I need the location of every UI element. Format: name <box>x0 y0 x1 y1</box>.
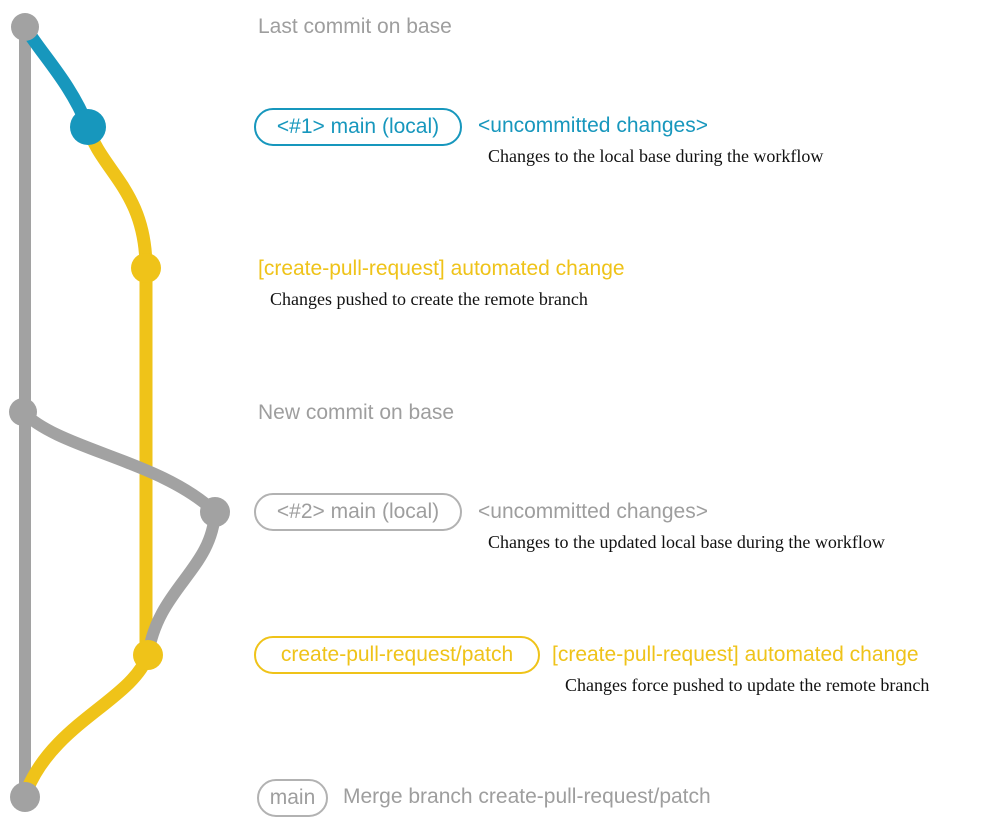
uncommitted-changes-title-2: <uncommitted changes> <box>478 500 708 523</box>
updated-local-main-curve <box>17 406 221 518</box>
branch-badge-main-local-1: <#1> main (local) <box>254 108 462 146</box>
branch-badge-main: main <box>257 779 328 817</box>
new-commit-label: New commit on base <box>258 401 455 424</box>
merge-commit-node <box>10 782 40 812</box>
last-commit-label: Last commit on base <box>258 15 452 38</box>
automated-change-desc-1: Changes pushed to create the remote bran… <box>270 289 588 309</box>
remote-branch-commit-node-1 <box>131 253 161 283</box>
remote-branch-commit-node-2 <box>133 640 163 670</box>
automated-change-title-2: [create-pull-request] automated change <box>552 643 919 666</box>
merge-branch-curve <box>18 648 155 804</box>
uncommitted-changes-title-1: <uncommitted changes> <box>478 114 708 137</box>
local-main-commit-node-1 <box>70 109 106 145</box>
base-new-commit-node <box>9 398 37 426</box>
branch-badge-main-local-2-text: <#2> main (local) <box>276 500 440 523</box>
remote-branch-curve-top <box>81 120 153 275</box>
automated-change-desc-2: Changes force pushed to update the remot… <box>565 675 930 695</box>
branch-badge-create-pull-request-patch-text: create-pull-request/patch <box>280 643 514 666</box>
branch-badge-main-local-2: <#2> main (local) <box>254 493 462 531</box>
uncommitted-changes-desc-1: Changes to the local base during the wor… <box>488 146 824 166</box>
local-main-commit-node-2 <box>200 497 230 527</box>
merge-commit-label: Merge branch create-pull-request/patch <box>343 785 711 808</box>
branch-badge-main-text: main <box>269 786 316 809</box>
branch-badge-main-local-1-text: <#1> main (local) <box>276 115 440 138</box>
automated-change-title-1: [create-pull-request] automated change <box>258 257 625 280</box>
base-last-commit-node <box>11 13 39 41</box>
rebase-curve <box>142 506 221 661</box>
uncommitted-changes-desc-2: Changes to the updated local base during… <box>488 532 885 552</box>
branch-badge-create-pull-request-patch: create-pull-request/patch <box>254 636 540 674</box>
